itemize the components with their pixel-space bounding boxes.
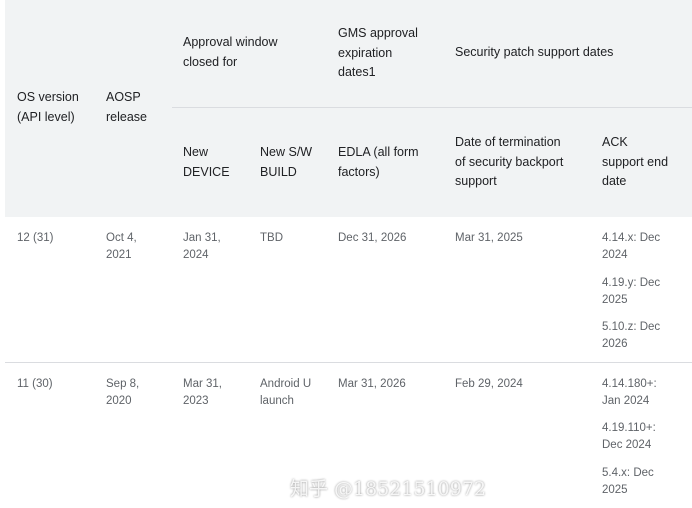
cell-ack: 4.14.180+: Jan 2024 — [602, 378, 657, 407]
row-divider — [5, 362, 692, 363]
cell-new-sw: Android U launch — [260, 378, 312, 407]
header-termination: Date of termination of security backport… — [455, 135, 564, 188]
header-aosp-release: AOSP release — [106, 90, 147, 124]
cell-new-device: Mar 31, 2023 — [183, 378, 222, 407]
cell-os: 12 (31) — [17, 232, 54, 244]
cell-termination: Mar 31, 2025 — [455, 232, 523, 244]
cell-aosp: Sep 8, 2020 — [106, 378, 140, 407]
cell-ack: 4.14.x: Dec 2024 — [602, 232, 661, 261]
cell-termination: Feb 29, 2024 — [455, 378, 523, 390]
cell-new-device: Jan 31, 2024 — [183, 232, 221, 261]
header-approval-window: Approval window closed for — [183, 35, 278, 69]
header-divider — [172, 107, 692, 108]
cell-ack: 4.19.y: Dec 2025 — [602, 277, 661, 306]
header-new-device: New DEVICE — [183, 145, 230, 179]
header-new-sw-build: New S/W BUILD — [260, 145, 313, 179]
header-ack-end: ACK support end date — [602, 135, 669, 188]
cell-edla: Dec 31, 2026 — [338, 232, 407, 244]
cell-new-sw: TBD — [260, 232, 283, 244]
header-edla: EDLA (all form factors) — [338, 145, 419, 179]
cell-ack: 4.19.110+: Dec 2024 — [602, 422, 656, 451]
header-gms-expiration: GMS approval expiration dates1 — [338, 26, 418, 79]
table-header — [5, 0, 692, 217]
cell-ack: 5.10.z: Dec 2026 — [602, 321, 661, 350]
header-os-version: OS version (API level) — [17, 90, 79, 124]
cell-os: 11 (30) — [17, 378, 53, 390]
cell-aosp: Oct 4, 2021 — [106, 232, 137, 261]
cell-ack: 5.4.x: Dec 2025 — [602, 467, 654, 496]
header-security-patch: Security patch support dates — [455, 45, 614, 59]
cell-edla: Mar 31, 2026 — [338, 378, 406, 390]
watermark: 知乎 @18521510972 — [290, 478, 487, 500]
